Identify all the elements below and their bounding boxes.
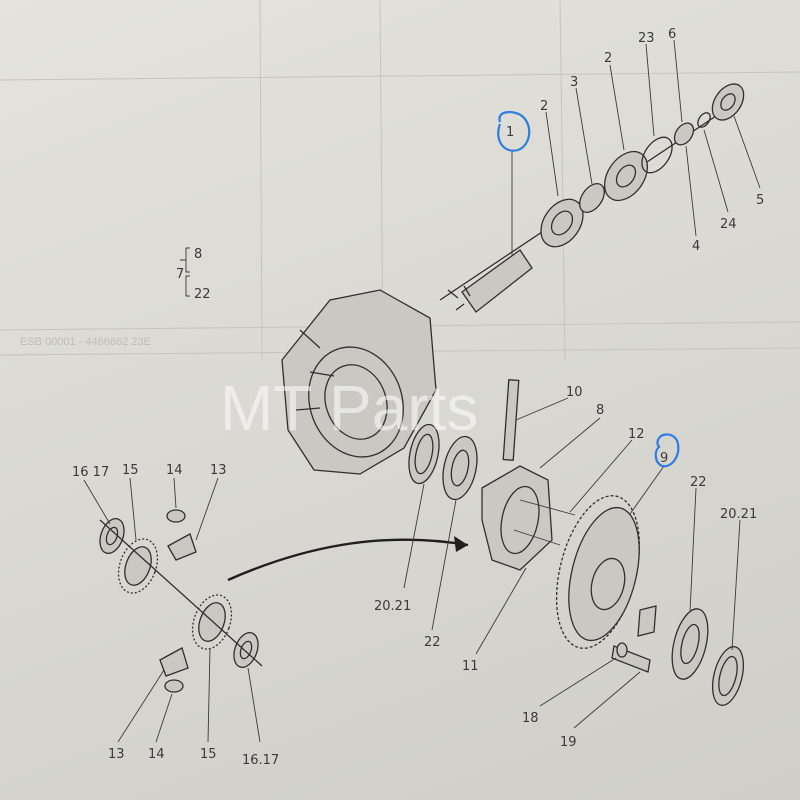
callout-12: 12: [628, 427, 645, 442]
callout-24: 24: [720, 217, 737, 232]
washer-16-17-bottom: [233, 632, 259, 668]
callout-16-17-bottom: 16.17: [242, 753, 279, 768]
washer-16-17-top: [99, 518, 125, 554]
seal-5: [711, 83, 745, 121]
callout-2a: 2: [540, 99, 548, 114]
callout-14-bottom: 14: [148, 747, 165, 762]
callout-3: 3: [570, 75, 578, 90]
callout-9: 9: [660, 451, 668, 466]
nut-6: [673, 122, 695, 146]
callout-13-bottom: 13: [108, 747, 125, 762]
callout-15-bottom: 15: [200, 747, 217, 762]
shim-20-21-right: [711, 646, 745, 706]
washer-24: [697, 112, 711, 128]
snap-ring-23: [641, 136, 673, 174]
watermark-text: MT Parts: [220, 372, 478, 444]
callout-7: 7: [176, 267, 184, 282]
callout-13-top: 13: [210, 463, 227, 478]
bearing-2-rear: [603, 150, 649, 202]
ring-gear-9: [555, 495, 657, 649]
callout-23: 23: [638, 31, 655, 46]
differential-housing: [281, 289, 437, 475]
side-gear-kit: [99, 509, 263, 693]
side-gear-15-bottom: [191, 594, 233, 650]
callout-labels: 1 2 3 2 23 6 5 24 4 7 8 22 10 8 12 9 22 …: [72, 27, 764, 768]
assembly-arrow: [227, 538, 469, 582]
callout-14-top: 14: [166, 463, 183, 478]
spacer-3: [579, 183, 605, 213]
callout-20-21-left: 20.21: [374, 599, 411, 614]
callout-5: 5: [756, 193, 764, 208]
washer-14-top: [166, 509, 186, 523]
pinion-13-bottom: [159, 647, 189, 677]
callout-11: 11: [462, 659, 479, 674]
washer-14-bottom: [164, 679, 184, 693]
diff-carrier: [481, 379, 576, 571]
highlight-circle-9: [654, 433, 680, 468]
callout-4: 4: [692, 239, 700, 254]
callout-22b: 22: [690, 475, 707, 490]
pinion-shaft: [461, 249, 533, 313]
callout-6: 6: [668, 27, 676, 42]
pinion-assembly: [439, 83, 745, 313]
side-gear-15-top: [117, 538, 159, 594]
callout-2b: 2: [604, 51, 612, 66]
callout-1: 1: [506, 125, 514, 140]
bearing-22-left: [442, 435, 478, 501]
bearing-2-front: [540, 198, 584, 248]
pinion-13-top: [167, 533, 197, 561]
highlight-circle-1: [497, 110, 531, 152]
highlight-marks: [497, 110, 680, 468]
arrow-head: [454, 536, 468, 552]
callout-20-21-right: 20.21: [720, 507, 757, 522]
callout-16-17-top: 16 17: [72, 465, 109, 480]
callout-18: 18: [522, 711, 539, 726]
callout-8b: 8: [596, 403, 604, 418]
callout-22c: 22: [424, 635, 441, 650]
callout-22a: 22: [194, 287, 211, 302]
ghost-text: ESB 00001 - 4466662 23E: [20, 336, 151, 348]
callout-15-top: 15: [122, 463, 139, 478]
callout-8: 8: [194, 247, 202, 262]
leader-lines: [83, 39, 761, 743]
pinion-shaft-10: [502, 379, 520, 461]
callout-10: 10: [566, 385, 583, 400]
bearing-22-right: [671, 608, 709, 680]
callout-19: 19: [560, 735, 577, 750]
